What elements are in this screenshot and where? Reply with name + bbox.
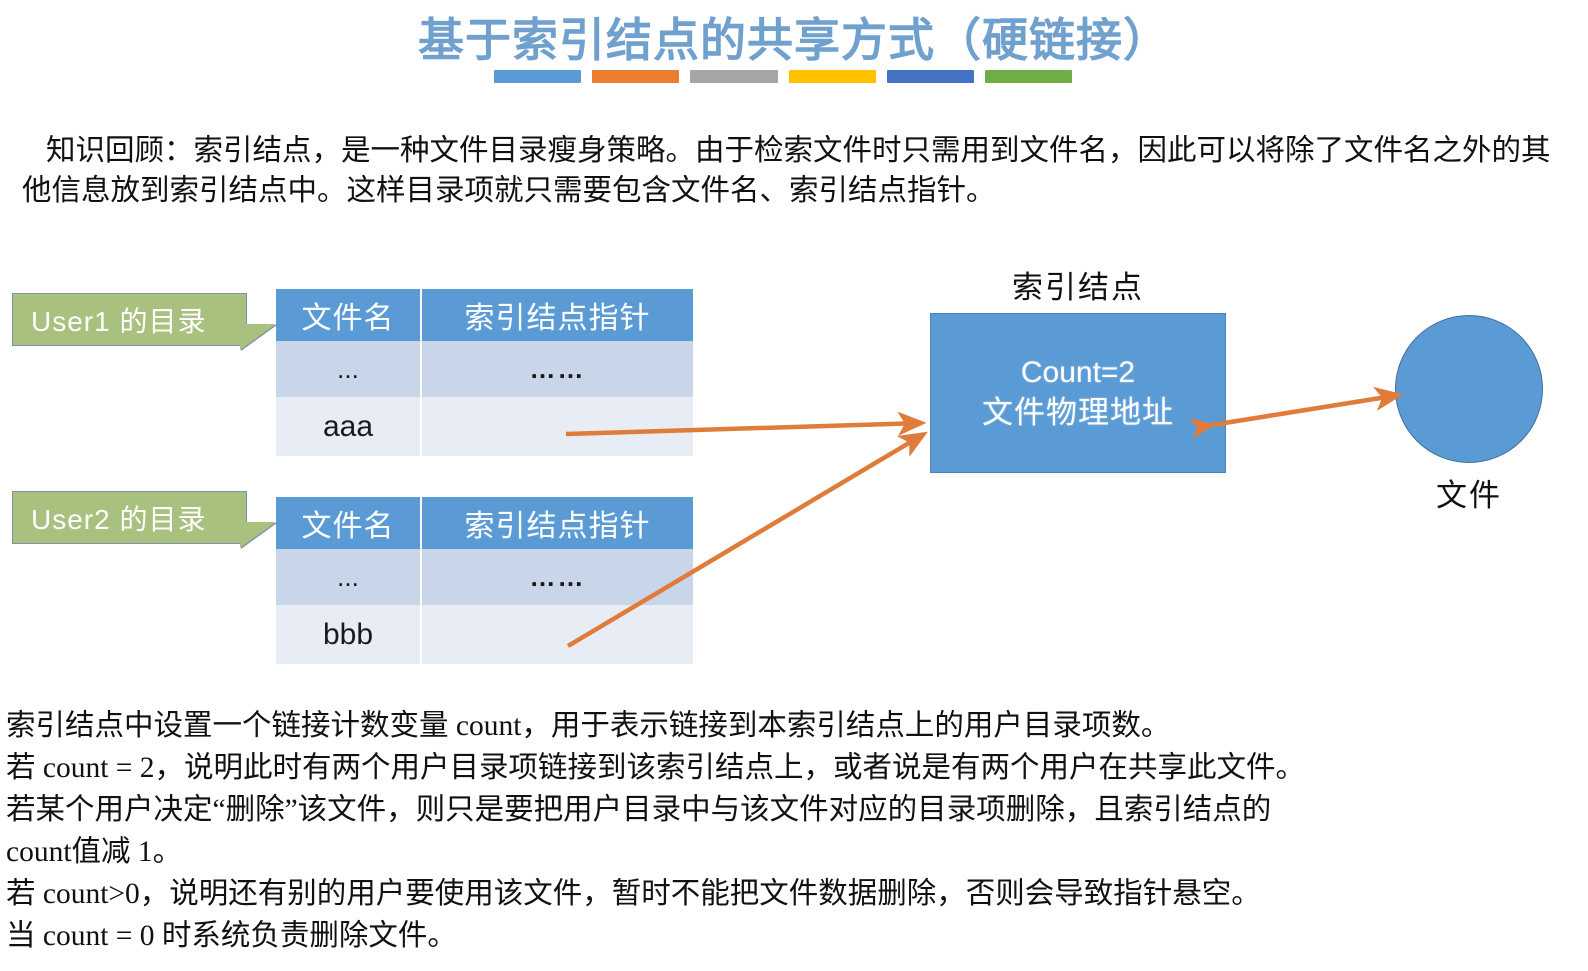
explanation-line-6: 当 count = 0 时系统负责删除文件。 <box>6 920 457 952</box>
rule-segment-2 <box>592 70 680 83</box>
table-row: bbb <box>276 605 693 664</box>
index-node-box: Count=2 文件物理地址 <box>930 313 1226 473</box>
callout-user1-tail-icon <box>240 324 276 350</box>
index-node-count-text: Count=2 <box>1020 356 1136 389</box>
file-label: 文件 <box>1436 478 1502 513</box>
cell-filename-bbb: bbb <box>276 605 422 664</box>
table-row: aaa <box>276 397 693 456</box>
column-header-filename: 文件名 <box>276 497 422 549</box>
explanation-line-1: 索引结点中设置一个链接计数变量 count，用于表示链接到本索引结点上的用户目录… <box>6 710 1171 742</box>
column-header-filename: 文件名 <box>276 289 422 341</box>
cell-pointer-ellipsis: …… <box>421 341 693 397</box>
directory-table-user1: 文件名 索引结点指针 ... …… aaa <box>276 289 693 456</box>
arrow-bbb-to-inode <box>566 431 928 648</box>
cell-filename-ellipsis: ... <box>276 341 422 397</box>
cell-filename-aaa: aaa <box>276 397 422 456</box>
explanation-line-3: 若某个用户决定“删除”该文件，则只是要把用户目录中与该文件对应的目录项删除，且索… <box>6 794 1272 826</box>
directory-table-user2: 文件名 索引结点指针 ... …… bbb <box>276 497 693 664</box>
table-header-row: 文件名 索引结点指针 <box>276 497 693 549</box>
explanation-line-5: 若 count>0，说明还有别的用户要使用该文件，暂时不能把文件数据删除，否则会… <box>6 878 1261 910</box>
page-title: 基于索引结点的共享方式（硬链接） <box>418 15 1170 66</box>
column-header-inode-pointer: 索引结点指针 <box>421 497 693 549</box>
explanation-line-4: count值减 1。 <box>6 836 183 868</box>
callout-user2: User2 的目录 <box>12 491 247 544</box>
title-decorative-rule <box>494 70 1073 84</box>
callout-user1: User1 的目录 <box>12 293 247 346</box>
rule-segment-1 <box>494 70 582 83</box>
explanation-block: 索引结点中设置一个链接计数变量 count，用于表示链接到本索引结点上的用户目录… <box>6 705 1582 957</box>
cell-pointer-bbb <box>421 605 693 664</box>
cell-pointer-aaa <box>421 397 693 456</box>
rule-segment-4 <box>788 70 876 83</box>
table-row: ... …… <box>276 549 693 605</box>
cell-filename-ellipsis: ... <box>276 549 422 605</box>
callout-user1-label: User1 的目录 <box>31 305 207 337</box>
index-node-label: 索引结点 <box>1012 270 1144 305</box>
table-header-row: 文件名 索引结点指针 <box>276 289 693 341</box>
rule-segment-6 <box>984 70 1073 83</box>
index-node-address-text: 文件物理地址 <box>982 395 1174 430</box>
callout-user2-label: User2 的目录 <box>31 503 207 535</box>
rule-segment-5 <box>886 70 974 83</box>
explanation-line-2: 若 count = 2，说明此时有两个用户目录项链接到该索引结点上，或者说是有两… <box>6 752 1306 784</box>
cell-pointer-ellipsis: …… <box>421 549 693 605</box>
table-row: ... …… <box>276 341 693 397</box>
column-header-inode-pointer: 索引结点指针 <box>421 289 693 341</box>
intro-paragraph: 知识回顾：索引结点，是一种文件目录瘦身策略。由于检索文件时只需用到文件名，因此可… <box>22 135 1551 207</box>
arrow-inode-to-file <box>1189 386 1404 439</box>
arrow-aaa-to-inode <box>565 411 927 437</box>
callout-user2-tail-icon <box>240 522 276 548</box>
rule-segment-3 <box>690 70 778 83</box>
